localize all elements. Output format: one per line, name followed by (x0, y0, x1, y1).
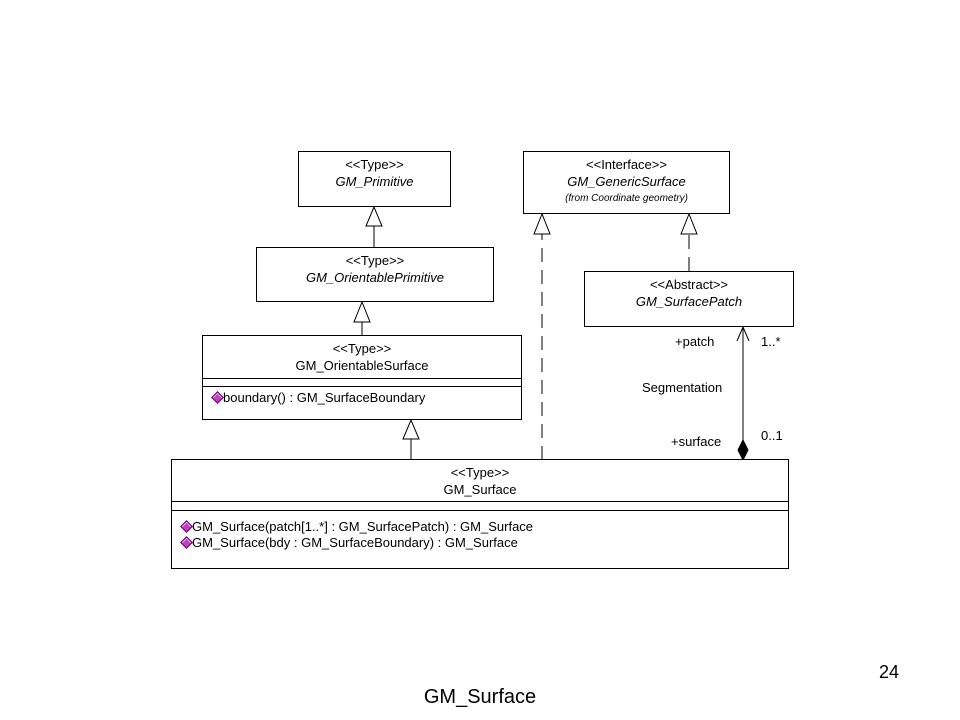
realization-surface-to-generic-surface (533, 212, 551, 460)
patch-role-label: +patch (675, 334, 715, 349)
class-package-note: (from Coordinate geometry) (565, 193, 688, 204)
association-name-label: Segmentation (642, 380, 723, 395)
class-name: GM_OrientablePrimitive (306, 270, 444, 285)
operation-signature: boundary() : GM_SurfaceBoundary (223, 390, 426, 405)
generalization-surface-to-orientable-surface (402, 418, 420, 460)
class-name: GM_Primitive (335, 174, 414, 189)
operations-compartment: boundary() : GM_SurfaceBoundary (203, 386, 521, 406)
class-stereotype: <<Type>> (345, 157, 404, 172)
attributes-compartment (203, 378, 521, 386)
class-stereotype: <<Type>> (332, 341, 392, 356)
class-name: GM_OrientableSurface (295, 358, 429, 373)
class-gm-orientable-primitive[interactable]: <<Type>> GM_OrientablePrimitive (256, 247, 494, 302)
operation[interactable]: boundary() : GM_SurfaceBoundary (211, 390, 521, 406)
class-stereotype: <<Abstract>> (649, 277, 729, 292)
operation-icon (180, 536, 193, 549)
operation-icon (211, 391, 224, 404)
operation[interactable]: GM_Surface(bdy : GM_SurfaceBoundary) : G… (180, 535, 788, 551)
page-number: 24 (879, 662, 900, 682)
operation[interactable]: GM_Surface(patch[1..*] : GM_SurfacePatch… (180, 519, 788, 535)
generalization-orientable-surface-to-orientable-primitive (353, 300, 371, 335)
attributes-compartment (172, 501, 788, 510)
surface-multiplicity-label: 0..1 (761, 428, 783, 443)
class-stereotype: <<Interface>> (586, 157, 667, 172)
class-gm-surface-patch[interactable]: <<Abstract>> GM_SurfacePatch (584, 271, 794, 327)
class-name: GM_GenericSurface (567, 174, 686, 189)
class-name: GM_Surface (443, 482, 517, 497)
operation-signature: GM_Surface(bdy : GM_SurfaceBoundary) : G… (192, 535, 518, 550)
class-gm-orientable-surface[interactable]: <<Type>> GM_OrientableSurface boundary()… (202, 335, 522, 420)
class-stereotype: <<Type>> (345, 253, 405, 268)
class-gm-surface[interactable]: <<Type>> GM_Surface GM_Surface(patch[1..… (171, 459, 789, 569)
realization-surface-patch-to-generic-surface (680, 212, 698, 271)
operations-compartment: GM_Surface(patch[1..*] : GM_SurfacePatch… (172, 510, 788, 551)
class-gm-generic-surface[interactable]: <<Interface>> GM_GenericSurface (from Co… (523, 151, 730, 214)
operation-icon (180, 520, 193, 533)
segmentation-association (736, 325, 750, 462)
class-stereotype: <<Type>> (450, 465, 510, 480)
slide-title: GM_Surface (423, 686, 537, 708)
operation-signature: GM_Surface(patch[1..*] : GM_SurfacePatch… (192, 519, 534, 534)
class-name: GM_SurfacePatch (635, 294, 743, 309)
patch-multiplicity-label: 1..* (761, 334, 781, 349)
generalization-orientable-primitive-to-primitive (365, 205, 383, 247)
surface-role-label: +surface (671, 434, 722, 449)
class-gm-primitive[interactable]: <<Type>> GM_Primitive (298, 151, 451, 207)
